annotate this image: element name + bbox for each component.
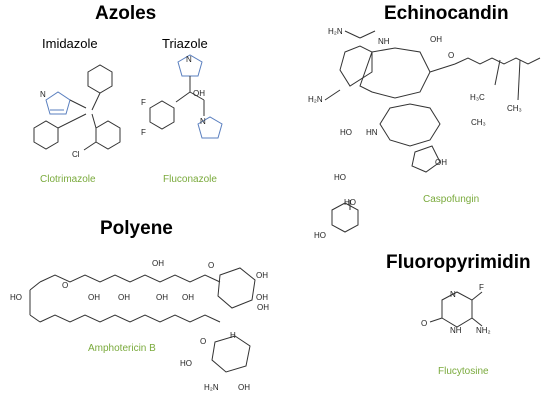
amphotericin-h: H (230, 331, 236, 340)
amphotericin-polyene-chain (39, 314, 221, 323)
flucytosine-nh2: NH₂ (476, 326, 491, 335)
clotrimazole-name: Clotrimazole (40, 174, 96, 185)
flucytosine-structure: F N NH O NH₂ (421, 283, 491, 335)
clotrimazole-structure: N Cl (33, 64, 121, 159)
phenyl-ring-left (33, 120, 59, 150)
flucytosine-name: Flucytosine (438, 366, 489, 377)
caspofungin-macrocycle (359, 47, 431, 99)
amphotericin-oh-3: OH (156, 293, 168, 302)
flucytosine-o: O (421, 319, 427, 328)
caspofungin-ring-left (339, 45, 373, 87)
fluconazole-n2: N (200, 117, 206, 126)
caspofungin-name: Caspofungin (423, 194, 480, 205)
amphotericin-hemiketal-ring (217, 267, 256, 309)
amphotericin-structure: OH HO O OH OH OH OH O OH OH OH H O HO H₂… (10, 259, 269, 392)
caspofungin-macrocycle-lower (379, 103, 441, 147)
amphotericin-oh-5: OH (256, 271, 268, 280)
amphotericin-upper-chain (39, 274, 221, 283)
amphotericin-ho-sugar: HO (180, 359, 192, 368)
amphotericin-h2n: H₂N (204, 383, 219, 392)
amphotericin-oh-top: OH (152, 259, 164, 268)
phenyl-ring-top (87, 64, 113, 94)
pyrimidine-ring (441, 291, 473, 328)
caspofungin-phenol-ring (331, 202, 359, 233)
imidazole-ring (45, 91, 71, 115)
caspofungin-fatty-chain (454, 57, 541, 65)
flucytosine-n1: N (450, 290, 456, 299)
caspofungin-h2n-left: H₂N (308, 95, 323, 104)
fluconazole-f2: F (141, 128, 146, 137)
amphotericin-o-glycoside: O (200, 337, 206, 346)
amphotericin-oh-1: OH (88, 293, 100, 302)
flucytosine-nh: NH (450, 326, 462, 335)
difluorophenyl-ring (149, 100, 175, 130)
caspofungin-ch3-2: CH₃ (471, 118, 486, 127)
caspofungin-oh-right: OH (435, 158, 447, 167)
amphotericin-oh-4: OH (182, 293, 194, 302)
fluconazole-structure: OH F F N N (141, 54, 223, 139)
triazole-ring-right (197, 116, 223, 139)
caspofungin-h2n-top: H₂N (328, 27, 343, 36)
caspofungin-h3c: H₃C (470, 93, 485, 102)
triazole-ring-top (177, 54, 203, 77)
caspofungin-ho-2: HO (334, 173, 346, 182)
caspofungin-proline-ring (411, 145, 441, 173)
fluconazole-oh: OH (193, 89, 205, 98)
fluconazole-f1: F (141, 98, 146, 107)
caspofungin-ho-1: HO (340, 128, 352, 137)
fluoropyrimidin-title: Fluoropyrimidin (386, 252, 531, 273)
amphotericin-oh-6: OH (256, 293, 268, 302)
caspofungin-hn: HN (366, 128, 378, 137)
caspofungin-oh-top: OH (430, 35, 442, 44)
fluconazole-name: Fluconazole (163, 174, 217, 185)
amphotericin-name: Amphotericin B (88, 343, 156, 354)
polyene-title: Polyene (100, 218, 173, 239)
mycosamine-ring (211, 335, 251, 373)
caspofungin-structure: H₂N NH OH O H₃C CH₃ CH₃ H₂N HO HO HO HN … (308, 27, 541, 240)
caspofungin-nh-1: NH (378, 37, 390, 46)
caspofungin-ch3-1: CH₃ (507, 104, 522, 113)
caspofungin-ho-phenol: HO (314, 231, 326, 240)
amphotericin-oh-2: OH (118, 293, 130, 302)
amphotericin-oh-sugar: OH (238, 383, 250, 392)
amphotericin-cooh: OH (257, 303, 269, 312)
caspofungin-o-chain: O (448, 51, 454, 60)
imidazole-n: N (40, 90, 46, 99)
azoles-title: Azoles (95, 3, 157, 24)
echinocandin-title: Echinocandin (384, 3, 509, 24)
flucytosine-f: F (479, 283, 484, 292)
clotrimazole-cl: Cl (72, 150, 80, 159)
amphotericin-ho-left: HO (10, 293, 22, 302)
phenyl-ring-chloro (95, 120, 121, 150)
imidazole-label: Imidazole (42, 36, 98, 51)
amphotericin-o-ring: O (208, 261, 214, 270)
amphotericin-o-ester: O (62, 281, 68, 290)
triazole-label: Triazole (162, 36, 208, 51)
fluconazole-n1: N (186, 55, 192, 64)
